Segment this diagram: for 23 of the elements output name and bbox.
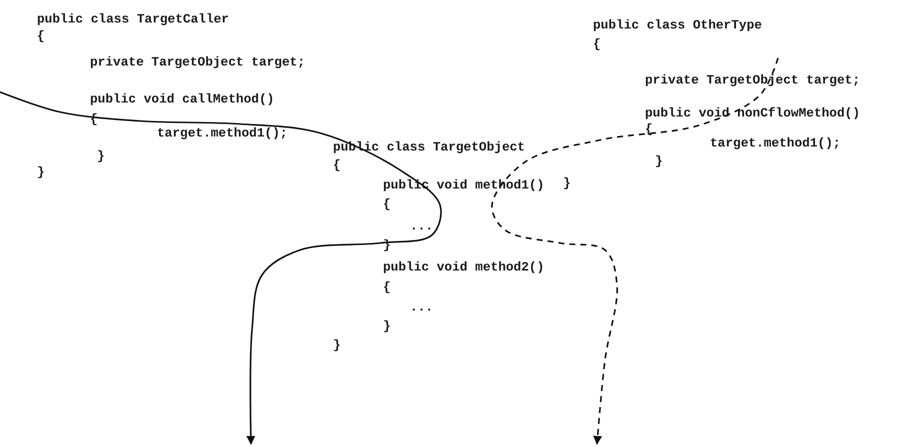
code-line: } [37,164,45,180]
code-line: ... [410,300,434,314]
code-line: { [383,196,391,212]
code-line: public void nonCflowMethod() [645,106,860,120]
code-line: { [645,122,653,136]
code-line: { [37,28,45,44]
code-line: private TargetObject target; [90,54,306,70]
code-line: } [563,176,571,190]
code-line: { [593,36,601,52]
code-line: } [383,318,391,334]
code-line: target.method1(); [710,136,841,150]
code-line: ... [410,218,434,234]
code-line: private TargetObject target; [645,72,860,88]
code-line: public void method2() [383,260,544,274]
code-line: public class TargetCaller [37,12,229,26]
code-line: public class OtherType [593,18,762,32]
code-line: } [97,148,105,164]
code-line: } [333,338,341,352]
code-line: target.method1(); [157,126,288,140]
code-line: } [655,154,663,168]
code-line: { [383,280,391,294]
code-line: public void callMethod() [90,92,274,106]
code-line: { [333,158,341,172]
